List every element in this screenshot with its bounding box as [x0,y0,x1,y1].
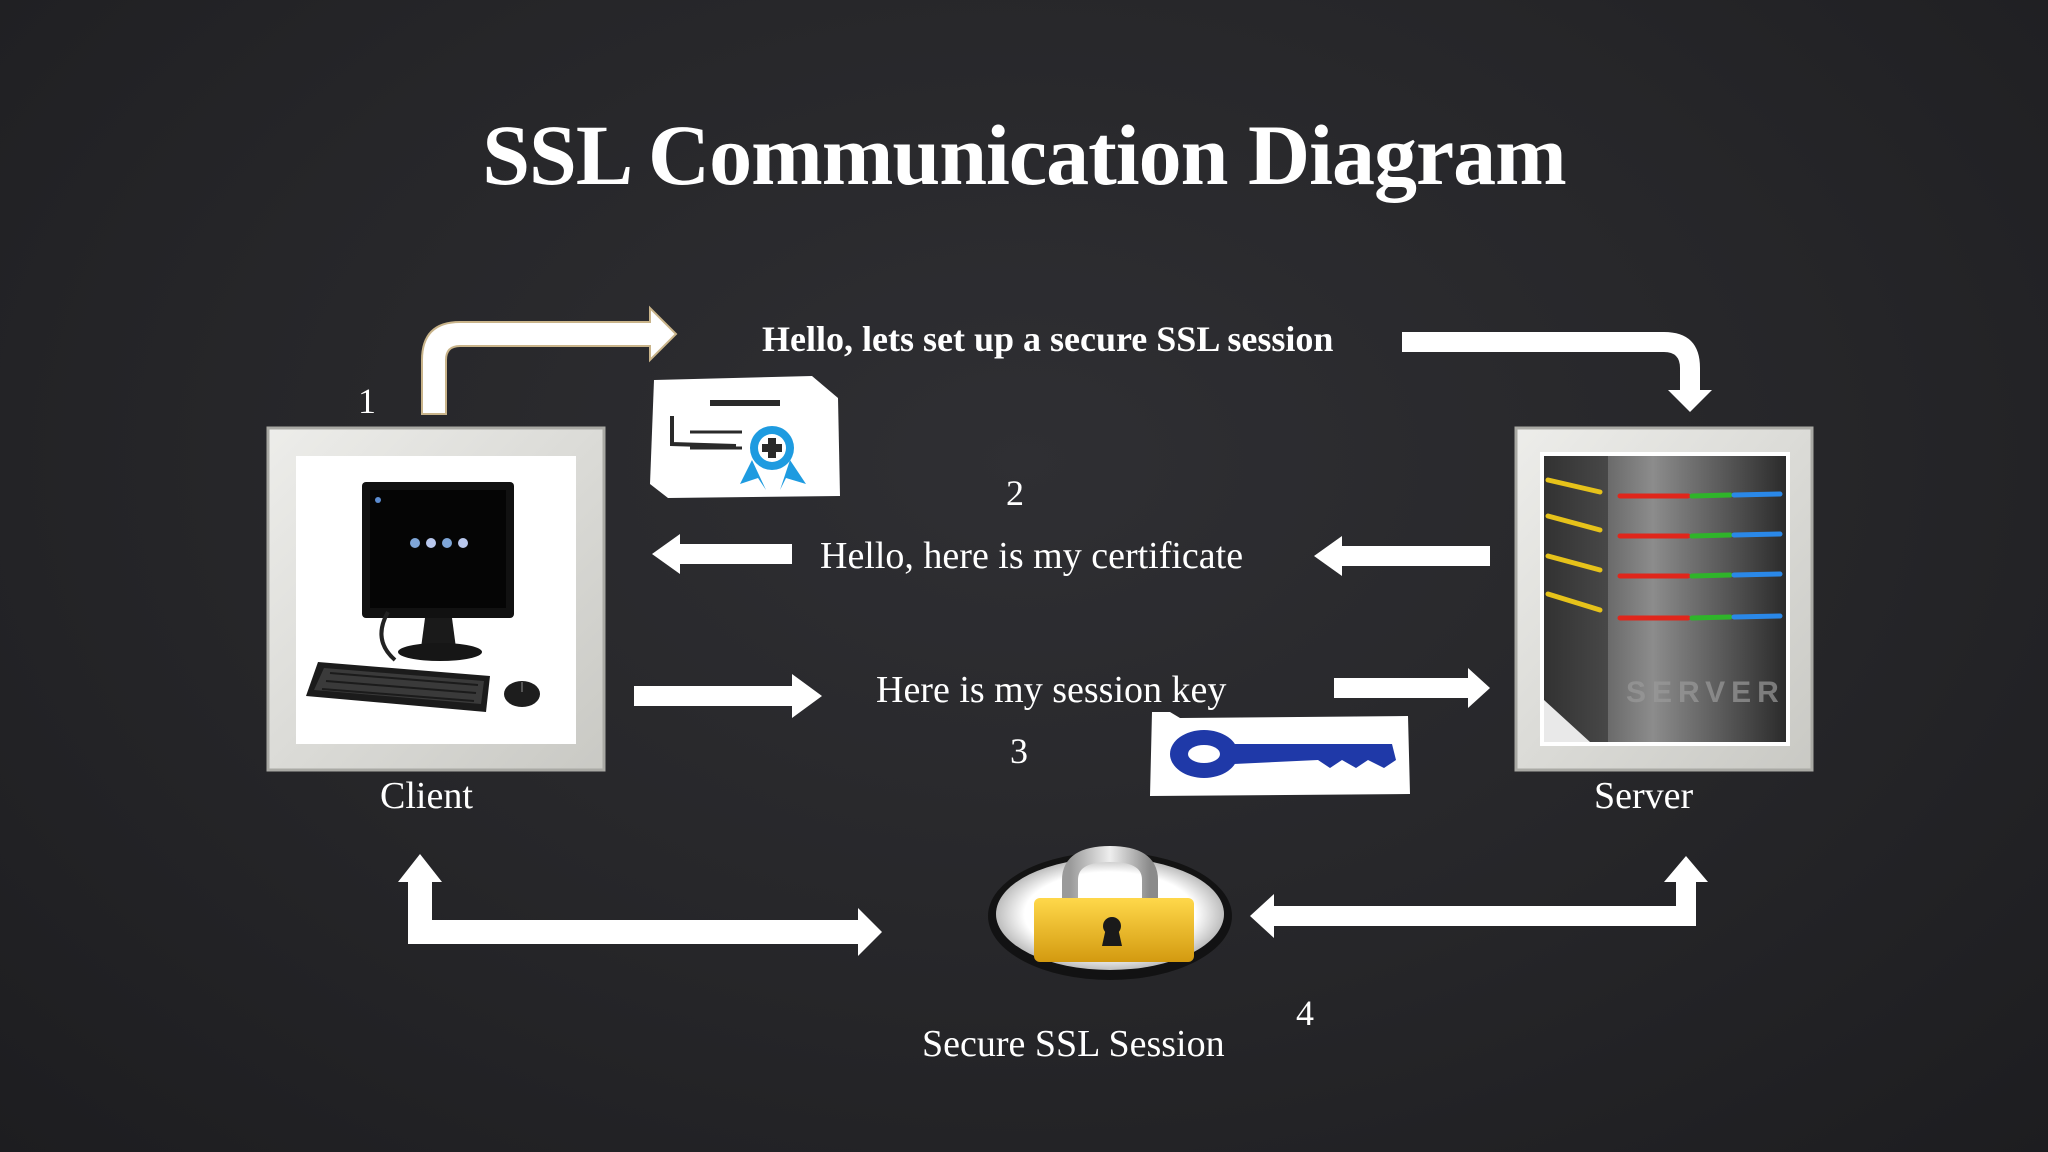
arrow-step1-server-in [1402,332,1712,412]
step-1-number: 1 [358,381,376,421]
server-icon: SERVER [1544,456,1786,742]
computer-icon [306,482,540,712]
step-4-number: 4 [1296,993,1314,1033]
arrow-step4-client [398,854,882,956]
server-label: Server [1594,775,1694,817]
certificate-icon [650,376,840,498]
client-box [266,426,606,772]
arrow-step3-right-near-client [634,674,822,718]
step-2-number: 2 [1006,473,1024,513]
step-2-message: Hello, here is my certificate [820,535,1244,577]
arrow-step1-client-out [421,305,678,415]
arrow-step3-right-near-server [1334,668,1490,708]
arrow-step2-left-near-server [1314,536,1490,576]
step-3-number: 3 [1010,731,1028,771]
padlock-icon [988,845,1232,980]
page-title: SSL Communication Diagram [482,107,1567,203]
step-3-message: Here is my session key [876,669,1227,711]
arrow-step2-left-near-client [652,534,792,574]
arrow-step4-server [1250,856,1708,938]
step-4-message: Secure SSL Session [922,1023,1225,1065]
server-image-text: SERVER [1626,676,1785,709]
server-box: SERVER [1514,426,1814,772]
client-label: Client [380,775,473,817]
step-1-message: Hello, lets set up a secure SSL session [762,319,1334,359]
key-icon [1150,712,1410,796]
